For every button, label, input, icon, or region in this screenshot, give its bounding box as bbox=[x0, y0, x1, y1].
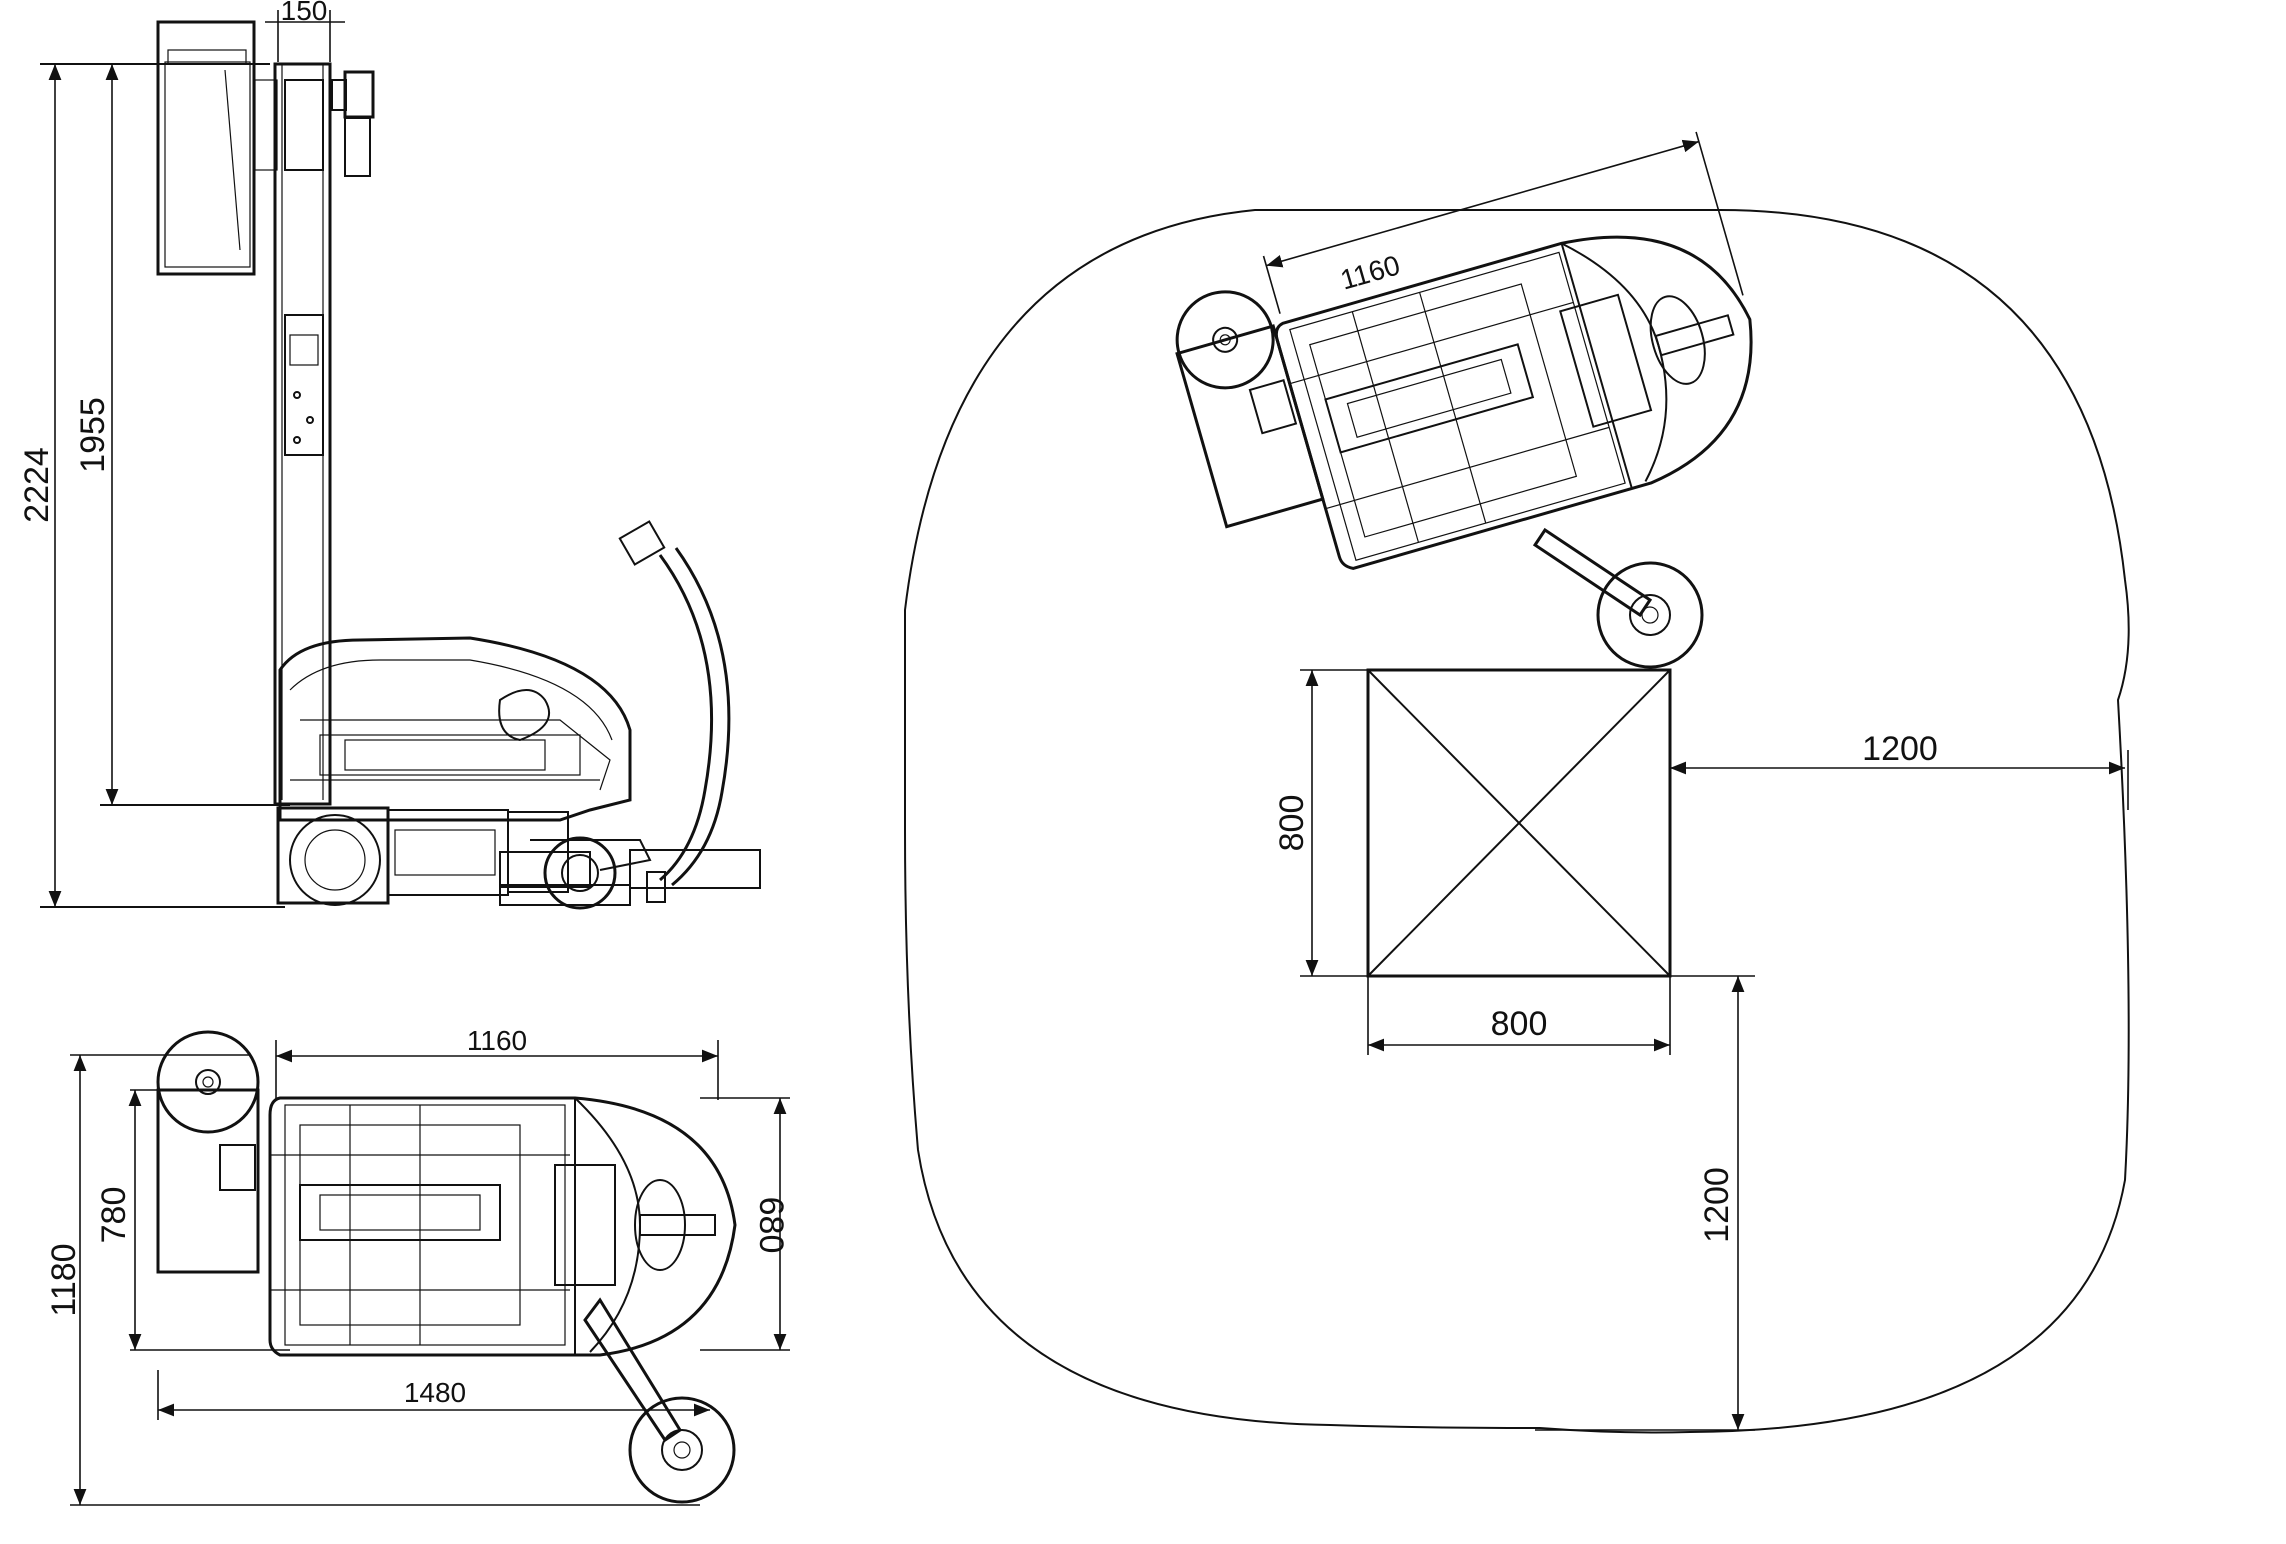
side-view: 2224 1955 150 bbox=[18, 0, 761, 910]
dim-body-width: 780 bbox=[95, 1187, 133, 1244]
dim-pallet-width: 800 bbox=[1491, 1005, 1548, 1043]
dim-machine-length: 1160 bbox=[1337, 249, 1403, 295]
dim-width-top: 150 bbox=[281, 0, 328, 26]
dim-total-length: 1480 bbox=[404, 1377, 466, 1408]
top-view: 1160 1180 780 680 1480 bbox=[45, 1025, 790, 1506]
work-area-view: 800 800 1200 1200 bbox=[904, 131, 2130, 1434]
dim-rear-width: 680 bbox=[752, 1197, 790, 1254]
dim-total-height: 2224 bbox=[18, 447, 56, 523]
dim-clearance-front: 1200 bbox=[1698, 1167, 1736, 1243]
dim-top-length: 1160 bbox=[467, 1025, 527, 1056]
dim-mast-height: 1955 bbox=[74, 397, 112, 473]
dim-clearance-side: 1200 bbox=[1862, 730, 1938, 768]
dim-total-width: 1180 bbox=[45, 1243, 83, 1316]
dim-pallet-depth: 800 bbox=[1273, 795, 1311, 852]
machine-plan-rotated bbox=[1175, 131, 1753, 570]
